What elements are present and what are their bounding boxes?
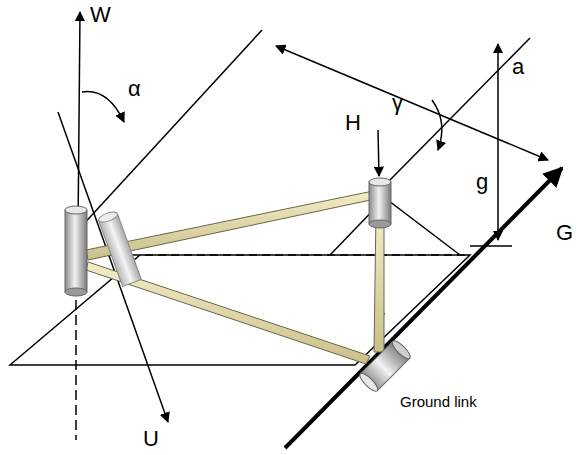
h-joint [369, 178, 391, 228]
axis-label: W [90, 4, 111, 26]
axis-lines [58, 12, 548, 440]
left-joint [65, 206, 87, 296]
links [86, 190, 384, 364]
axis-label: g [474, 170, 490, 194]
tilted-joint [97, 210, 141, 286]
ground-axis [285, 168, 562, 448]
axis-label: γ [392, 92, 403, 114]
axis-label: α [128, 78, 141, 100]
part-label: Ground link [400, 394, 477, 409]
axis-label: U [143, 428, 159, 450]
axis-label: G [556, 222, 573, 244]
axis-label: H [345, 112, 361, 134]
ground-joint [357, 338, 412, 393]
axis-label: a [512, 56, 524, 78]
